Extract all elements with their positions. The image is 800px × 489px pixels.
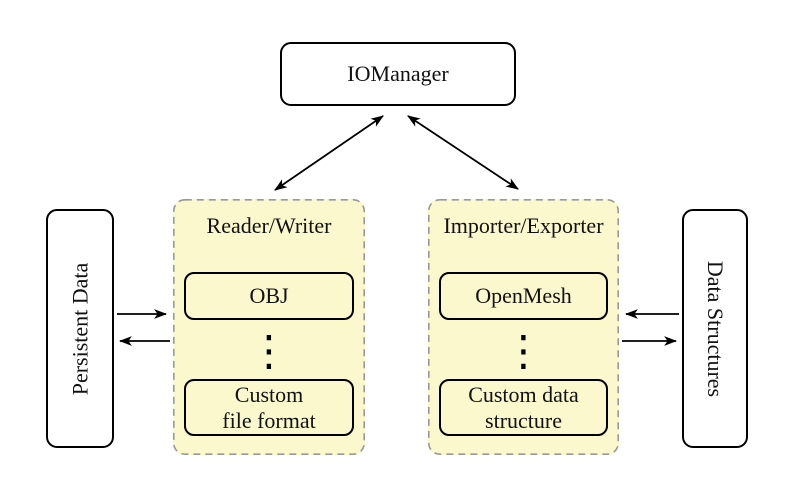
obj-node: OBJ	[184, 272, 354, 320]
reader-writer-panel-label: Reader/Writer	[206, 213, 332, 238]
data-structures-node: Data Structures	[682, 209, 748, 448]
arrow-iomanager-importer-exporter	[407, 115, 519, 190]
custom-file-format-line1: Custom	[234, 381, 304, 407]
custom-data-structure-line2: structure	[485, 407, 562, 433]
iomanager-label: IOManager	[347, 61, 449, 86]
importer-exporter-panel-label: Importer/Exporter	[443, 213, 604, 238]
arrow-iomanager-reader-writer	[274, 115, 384, 191]
obj-label: OBJ	[249, 283, 289, 308]
vertical-dots-icon: ⋮	[502, 326, 545, 375]
custom-data-structure-node: Custom data structure	[439, 379, 608, 436]
importer-exporter-panel: Importer/Exporter OpenMesh ⋮ Custom data…	[428, 199, 619, 455]
reader-writer-panel: Reader/Writer OBJ ⋮ Custom file format	[173, 199, 365, 455]
data-structures-label: Data Structures	[703, 260, 729, 397]
vertical-dots-icon: ⋮	[248, 326, 290, 375]
persistent-data-label: Persistent Data	[67, 262, 92, 395]
iomanager-node: IOManager	[280, 42, 516, 106]
openmesh-label: OpenMesh	[475, 283, 572, 308]
openmesh-node: OpenMesh	[439, 272, 608, 320]
persistent-data-node: Persistent Data	[46, 209, 114, 448]
custom-file-format-node: Custom file format	[184, 379, 354, 436]
custom-data-structure-line1: Custom data	[468, 381, 579, 407]
custom-file-format-line2: file format	[222, 407, 316, 433]
